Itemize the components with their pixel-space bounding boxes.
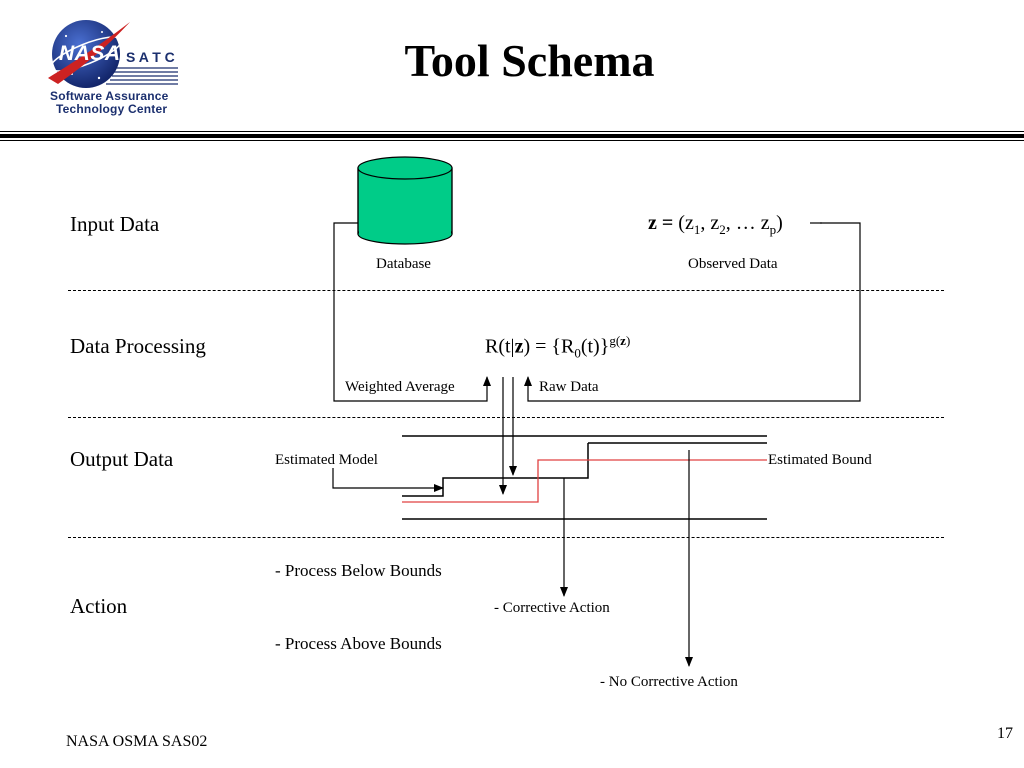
section-output-data: Output Data <box>70 447 174 471</box>
divider-input-processing <box>68 290 944 291</box>
estimated-model-label: Estimated Model <box>275 452 378 468</box>
logo-subtitle-line1: Software Assurance <box>50 89 169 103</box>
raw-data-label: Raw Data <box>539 379 599 395</box>
logo-subtitle-line2: Technology Center <box>56 102 168 116</box>
estimated-bound-step <box>402 459 767 503</box>
corrective-action-label: - Corrective Action <box>494 600 610 616</box>
satc-logo: NASA S A T C Software Assurance Technolo… <box>44 12 184 120</box>
process-below-bounds: - Process Below Bounds <box>275 561 442 580</box>
reliability-formula: R(t|z) = {R0(t)}g(z) <box>485 333 631 361</box>
database-label: Database <box>376 256 431 272</box>
footer-source: NASA OSMA SAS02 <box>66 733 208 750</box>
nasa-meatball-icon <box>48 20 178 88</box>
section-data-processing: Data Processing <box>70 334 206 358</box>
section-action: Action <box>70 594 128 618</box>
observed-vector: z = (z1, z2, … zp) <box>648 212 783 237</box>
header-rule-thin-bottom <box>0 140 1024 141</box>
database-icon <box>357 156 453 245</box>
estimated-model-step <box>402 443 589 497</box>
divider-processing-output <box>68 417 944 418</box>
header-rule-thick <box>0 134 1024 138</box>
observed-to-raw-data-line <box>524 222 861 402</box>
database-to-weighted-average-line <box>333 222 491 402</box>
estimated-model-pointer <box>332 468 444 492</box>
no-corrective-action-label: - No Corrective Action <box>600 674 738 690</box>
weighted-average-label: Weighted Average <box>345 379 455 395</box>
divider-output-action <box>68 537 944 538</box>
nasa-wordmark: NASA <box>59 42 121 65</box>
slide-title: Tool Schema <box>404 35 655 86</box>
page-number: 17 <box>997 725 1013 742</box>
process-above-bounds: - Process Above Bounds <box>275 634 442 653</box>
header-rule-thin-top <box>0 131 1024 132</box>
satc-wordmark: S A T C <box>126 49 175 65</box>
observed-data-label: Observed Data <box>688 256 778 272</box>
estimated-bound-label: Estimated Bound <box>768 452 872 468</box>
section-input-data: Input Data <box>70 212 160 236</box>
